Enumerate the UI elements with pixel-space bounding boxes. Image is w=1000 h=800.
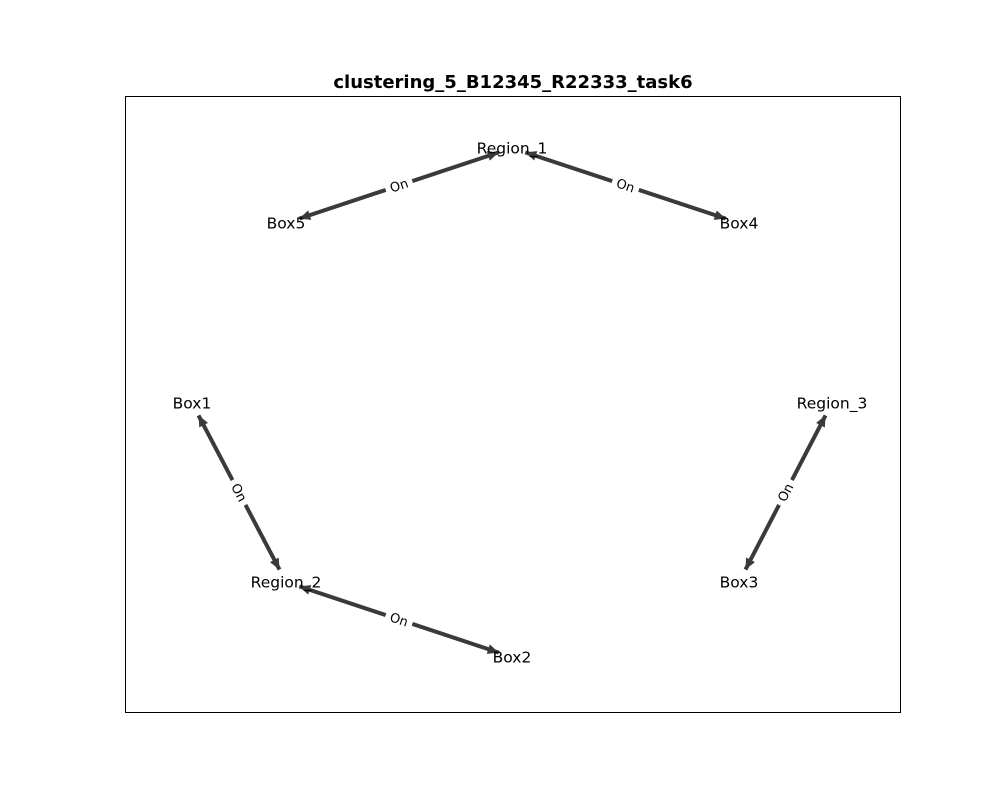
edge-label: On — [614, 176, 636, 196]
edge-label-background — [771, 475, 800, 510]
edge-label: On — [388, 176, 410, 196]
edge-region-1-box4: On — [524, 150, 727, 221]
edge-region-3-box3: On — [743, 414, 828, 571]
arrowhead-target — [486, 644, 499, 654]
edge-region-1-box5: On — [298, 150, 500, 221]
diagram-title: clustering_5_B12345_R22333_task6 — [333, 72, 692, 93]
node-box2: Box2 — [493, 649, 532, 667]
node-box4: Box4 — [720, 215, 759, 233]
edge-label-background — [224, 475, 254, 510]
node-region-3: Region_3 — [797, 395, 868, 414]
arrowhead-target — [269, 557, 280, 570]
edge-label-group: On — [609, 172, 642, 199]
node-box1: Box1 — [173, 395, 212, 413]
edge-label-group: On — [382, 606, 416, 633]
edge-label-background — [382, 606, 416, 633]
edge-label-background — [609, 172, 642, 199]
plot-frame — [125, 96, 901, 713]
node-box3: Box3 — [720, 574, 759, 592]
edge-box1-region-2: On — [196, 414, 282, 571]
node-box5: Box5 — [267, 215, 306, 233]
arrowhead-target — [713, 210, 726, 220]
node-region-1: Region_1 — [477, 140, 548, 159]
edge-label-group: On — [771, 475, 800, 510]
edge-label-group: On — [382, 172, 416, 199]
arrowhead-source — [525, 151, 538, 161]
arrowhead-source — [486, 151, 499, 161]
edge-region-2-box2: On — [298, 584, 500, 655]
arrowhead-source — [299, 585, 312, 595]
arrowhead-target — [299, 210, 312, 220]
edge-label-group: On — [224, 475, 254, 510]
arrowhead-source — [198, 415, 209, 428]
edge-label-background — [382, 172, 416, 199]
arrowhead-target — [745, 557, 755, 570]
node-region-2: Region_2 — [251, 574, 322, 593]
edge-label: On — [388, 610, 410, 630]
arrowhead-source — [816, 415, 826, 428]
